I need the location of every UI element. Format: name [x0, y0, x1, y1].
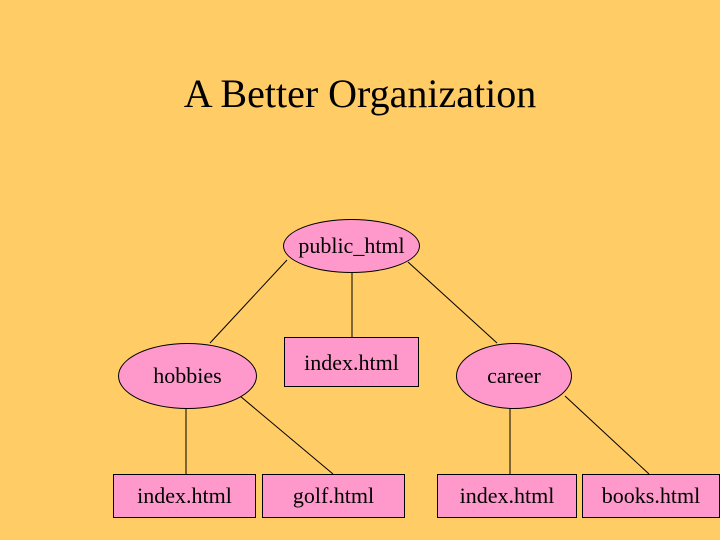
edge-root-hobbies — [209, 259, 288, 344]
node-public-html: public_html — [283, 219, 420, 273]
node-golf-html: golf.html — [262, 474, 405, 518]
node-career: career — [456, 343, 572, 409]
node-hobbies: hobbies — [118, 343, 257, 409]
edge-root-career — [407, 261, 498, 344]
node-hobbies-index-html: index.html — [113, 474, 256, 518]
edge-career-books — [564, 395, 650, 475]
slide-title: A Better Organization — [183, 71, 537, 116]
edge-hobbies-golf — [239, 395, 334, 475]
node-index-html-top: index.html — [284, 337, 419, 387]
node-career-index-html: index.html — [437, 474, 577, 518]
node-books-html: books.html — [582, 474, 720, 518]
